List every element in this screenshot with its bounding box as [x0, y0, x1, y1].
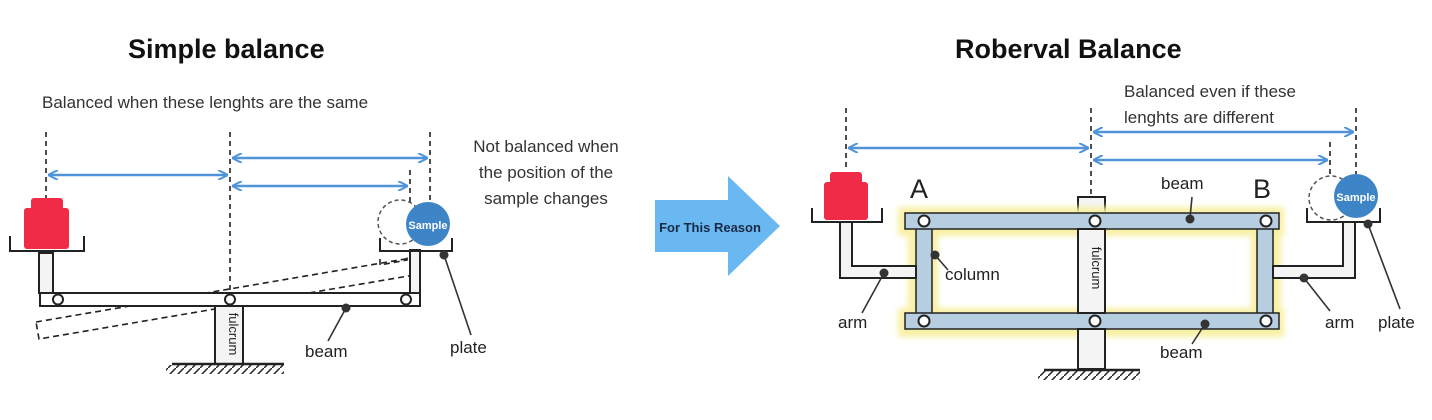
roberval-left-plate: [811, 208, 883, 223]
roberval-right-plate: [1306, 208, 1381, 223]
center-pivot: [224, 293, 236, 306]
roberval-balance: fulcrum fulcrum: [811, 108, 1401, 380]
point-b-label: B: [1253, 174, 1272, 204]
same-length-note: Balanced when these lenghts are the same: [42, 93, 369, 112]
left-sample: [406, 202, 450, 246]
left-fulcrum-post: [214, 305, 244, 365]
for-this-reason-label: For This Reason: [659, 220, 761, 235]
right-arm-label: arm: [1325, 313, 1355, 332]
left-column: [915, 223, 933, 321]
left-plate-leader: [443, 254, 472, 336]
left-weight: [24, 208, 69, 249]
top-beam-label: beam: [1161, 174, 1204, 193]
right-pivot: [400, 293, 412, 306]
left-beam-label: beam: [305, 342, 348, 361]
for-this-reason-arrow: For This Reason: [655, 176, 780, 276]
different-length-note: Balanced even if these lenghts are diffe…: [1124, 82, 1297, 127]
roberval-sample-label: Sample: [1336, 192, 1375, 204]
left-plate-label: plate: [450, 338, 487, 357]
right-arm: [1272, 221, 1356, 279]
svg-text:fulcrum: fulcrum: [1089, 247, 1104, 290]
left-beam-leader: [327, 307, 347, 342]
roberval-sample: [1334, 174, 1378, 218]
column-label: column: [945, 265, 1000, 284]
bottom-beam-label: beam: [1160, 343, 1203, 362]
left-fulcrum-label: fulcrum: [226, 313, 241, 356]
position-change-note: Not balanced when the position of the sa…: [473, 137, 619, 208]
roberval-balance-title: Roberval Balance: [955, 34, 1182, 64]
right-plate: [379, 238, 453, 252]
simple-balance-title: Simple balance: [128, 34, 325, 64]
left-plate: [9, 236, 85, 252]
frame-pivots: [917, 214, 1273, 328]
left-ground: [166, 365, 284, 374]
right-plate-stem: [409, 249, 421, 294]
left-plate-stem: [38, 252, 54, 294]
left-pivot: [52, 293, 64, 306]
left-sample-label: Sample: [408, 220, 447, 232]
right-column: [1256, 223, 1274, 321]
right-plate-label: plate: [1378, 313, 1415, 332]
point-a-label: A: [910, 174, 929, 204]
roberval-ground: [1038, 371, 1140, 380]
left-arm-label: arm: [838, 313, 868, 332]
simple-balance: fulcrum Sample: [9, 132, 472, 374]
roberval-weight: [824, 182, 868, 220]
